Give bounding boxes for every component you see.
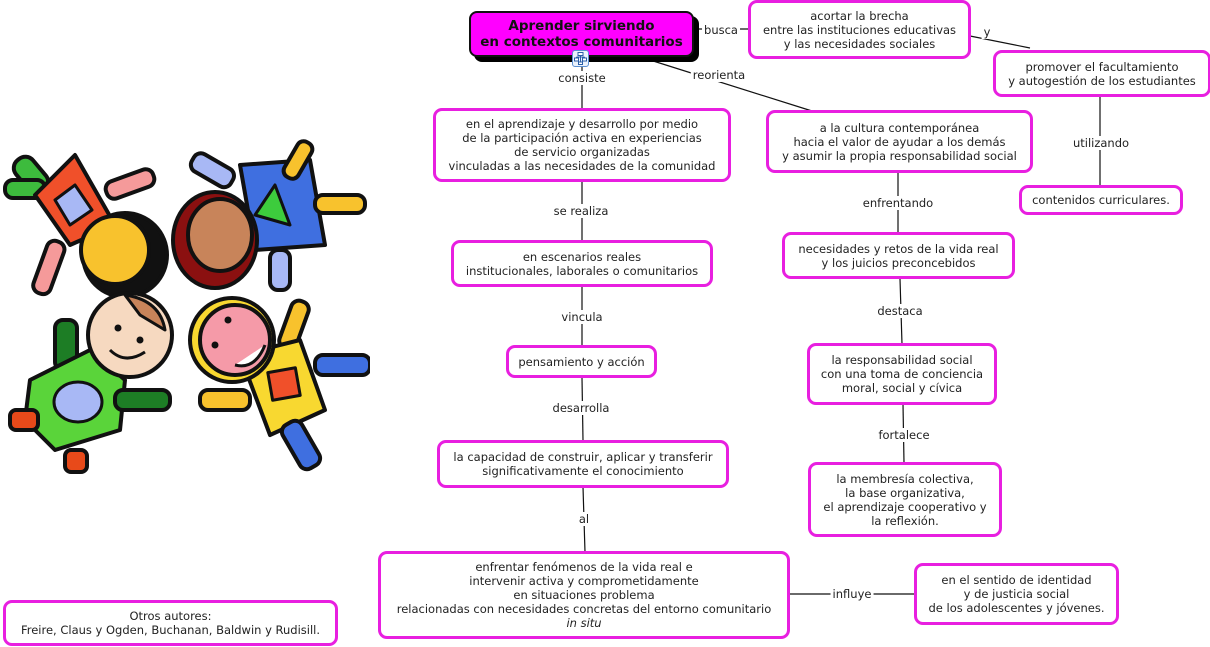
node-text: enfrentar fenómenos de la vida real e	[475, 560, 693, 574]
node-text: la membresía colectiva,	[836, 471, 974, 486]
node-sentido-identidad[interactable]: en el sentido de identidad y de justicia…	[914, 563, 1119, 625]
node-text: la base organizativa,	[845, 485, 965, 500]
node-text: en escenarios reales	[522, 249, 642, 264]
node-text: pensamiento y acción	[518, 354, 645, 369]
link-label-fortalece[interactable]: fortalece	[876, 428, 932, 442]
link-label-busca[interactable]: busca	[702, 23, 740, 37]
node-text: en el sentido de identidad	[941, 573, 1092, 587]
node-text: Freire, Claus y Ogden, Buchanan, Baldwin…	[20, 623, 321, 637]
node-text: relacionadas con necesidades concretas d…	[396, 602, 772, 616]
line-reorienta	[649, 59, 813, 112]
node-text: hacia el valor de ayudar a los demás	[793, 134, 1006, 149]
node-enfrentar-fenomenos[interactable]: enfrentar fenómenos de la vida real e in…	[378, 551, 790, 639]
node-acortar-brecha[interactable]: acortar la brecha entre las institucione…	[748, 0, 971, 59]
node-text: necesidades y retos de la vida real	[798, 241, 999, 256]
node-text: el aprendizaje cooperativo y	[823, 499, 987, 514]
submap-icon[interactable]	[572, 50, 589, 67]
node-text: contenidos curriculares.	[1032, 193, 1170, 207]
line-y	[969, 35, 1031, 49]
link-label-y[interactable]: y	[981, 25, 993, 39]
node-text-italic: in situ	[566, 616, 602, 630]
link-label-desarrolla[interactable]: desarrolla	[550, 401, 612, 415]
link-label-destaca[interactable]: destaca	[875, 304, 925, 318]
node-text: a la cultura contemporánea	[819, 120, 980, 135]
node-text: y autogestión de los estudiantes	[1008, 73, 1196, 88]
children-circle-illustration	[3, 139, 370, 474]
node-text: acortar la brecha	[810, 8, 909, 23]
node-otros-autores[interactable]: Otros autores: Freire, Claus y Ogden, Bu…	[3, 600, 338, 646]
node-aprendizaje-desarrollo[interactable]: en el aprendizaje y desarrollo por medio…	[433, 108, 731, 182]
root-line-1: Aprender sirviendo	[508, 18, 655, 34]
node-responsabilidad-social[interactable]: la responsabilidad social con una toma d…	[807, 343, 997, 405]
node-text: significativamente el conocimiento	[482, 464, 684, 478]
link-label-consiste[interactable]: consiste	[556, 71, 608, 85]
node-text: intervenir activa y comprometidamente	[469, 574, 699, 588]
node-text: la capacidad de construir, aplicar y tra…	[453, 450, 713, 464]
node-text: en el aprendizaje y desarrollo por medio	[465, 117, 699, 131]
node-text: institucionales, laborales o comunitario…	[465, 263, 699, 278]
node-text: y los juicios preconcebidos	[821, 255, 976, 270]
link-label-enfrentando[interactable]: enfrentando	[860, 196, 936, 210]
root-line-2: en contextos comunitarios	[480, 34, 683, 50]
node-text: la responsabilidad social	[831, 353, 973, 367]
node-text: en situaciones problema	[513, 588, 655, 602]
link-label-vincula[interactable]: vincula	[559, 310, 605, 324]
link-label-se-realiza[interactable]: se realiza	[551, 204, 611, 218]
node-text: la reflexión.	[871, 513, 939, 528]
node-cultura-contemporanea[interactable]: a la cultura contemporánea hacia el valo…	[766, 110, 1033, 173]
node-text: moral, social y cívica	[841, 381, 963, 395]
node-pensamiento-accion[interactable]: pensamiento y acción	[506, 345, 657, 378]
link-label-influye[interactable]: influye	[830, 587, 874, 601]
node-contenidos-curriculares[interactable]: contenidos curriculares.	[1019, 185, 1183, 215]
node-text: de servicio organizadas	[514, 145, 650, 159]
node-text: y las necesidades sociales	[783, 36, 936, 51]
node-text: Otros autores:	[129, 609, 212, 623]
node-membresia-colectiva[interactable]: la membresía colectiva, la base organiza…	[808, 462, 1002, 537]
node-text: de la participación activa en experienci…	[462, 131, 702, 145]
node-necesidades-retos[interactable]: necesidades y retos de la vida real y lo…	[782, 232, 1015, 279]
node-text: entre las instituciones educativas	[762, 22, 957, 37]
link-label-utilizando[interactable]: utilizando	[1070, 136, 1132, 150]
node-promover-facultamiento[interactable]: promover el facultamiento y autogestión …	[993, 50, 1210, 97]
node-escenarios-reales[interactable]: en escenarios reales institucionales, la…	[451, 240, 713, 287]
node-text: y de justicia social	[963, 587, 1070, 601]
link-label-reorienta[interactable]: reorienta	[690, 68, 748, 82]
node-text: de los adolescentes y jóvenes.	[928, 601, 1105, 615]
link-label-al[interactable]: al	[576, 512, 592, 526]
node-text: vinculadas a las necesidades de la comun…	[448, 159, 716, 173]
node-text: con una toma de conciencia	[820, 367, 984, 381]
node-capacidad-construir[interactable]: la capacidad de construir, aplicar y tra…	[437, 440, 729, 488]
node-text: promover el facultamiento	[1025, 59, 1179, 74]
node-text: y asumir la propia responsabilidad socia…	[782, 148, 1017, 163]
